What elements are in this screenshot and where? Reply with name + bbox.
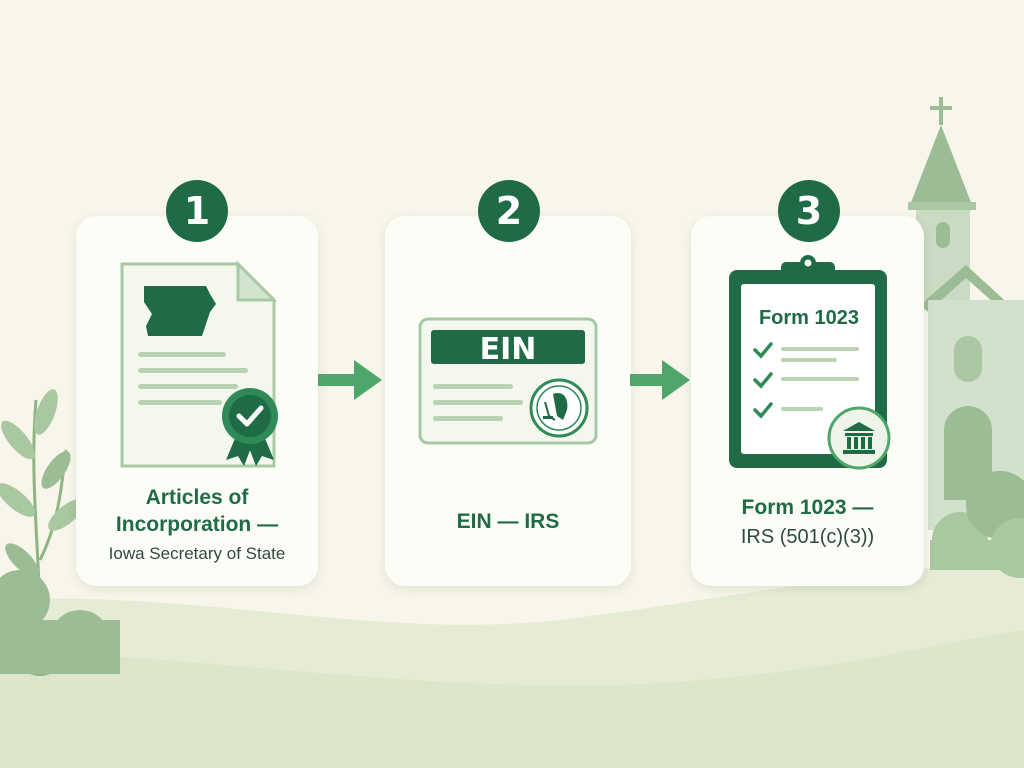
step-card-2: EIN EIN — IRS: [385, 216, 631, 586]
seal-badge-icon: [222, 388, 278, 466]
checklist-icon: [753, 342, 859, 419]
step-number-badge-2: 2: [478, 180, 540, 242]
form-1023-clipboard-icon: Form 1023: [729, 255, 891, 470]
arrow-right-icon: [318, 360, 382, 400]
step-3-title-line1: Form 1023 —: [741, 496, 874, 519]
government-building-icon: [827, 406, 891, 470]
church-icon: [908, 97, 1024, 530]
ein-label: EIN: [480, 332, 537, 367]
step-2-title: EIN — IRS: [456, 510, 560, 533]
arrow-right-icon: [630, 360, 690, 400]
iowa-state-icon: [144, 286, 216, 336]
step-number-badge-1: 1: [166, 180, 228, 242]
step-card-3: Form 1023 Form 1023 — IRS (501(c)(3)): [691, 216, 924, 586]
form-1023-label: Form 1023: [759, 307, 859, 329]
left-plant-icon: [0, 389, 120, 676]
ein-card-icon: EIN: [418, 317, 598, 445]
step-3-title-line2: IRS (501(c)(3)): [740, 526, 875, 548]
step-1-title-line1: Articles of: [145, 486, 249, 509]
right-bush-icon: [930, 471, 1024, 578]
step-1-subtitle: Iowa Secretary of State: [108, 544, 286, 563]
step-number-badge-3: 3: [778, 180, 840, 242]
irs-seal-icon: [529, 378, 589, 438]
step-card-1: Articles of Incorporation — Iowa Secreta…: [76, 216, 318, 586]
step-1-title-line2: Incorporation —: [115, 513, 279, 536]
articles-of-incorporation-document-icon: [120, 260, 278, 468]
